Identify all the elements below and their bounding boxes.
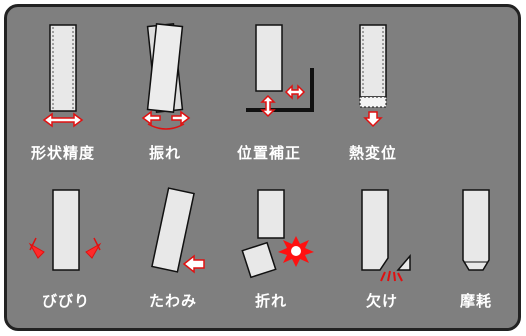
label-chatter: びびり [41, 292, 90, 310]
vertical-arrow-icon [260, 94, 276, 118]
label-chipping: 欠け [365, 292, 398, 310]
wear-tool-icon [462, 189, 490, 271]
label-wear: 摩耗 [459, 292, 492, 310]
chatter-tool-icon [28, 189, 102, 271]
label-breakage: 折れ [254, 292, 287, 310]
horizontal-arrow-icon [284, 84, 306, 100]
label-runout: 振れ [148, 144, 181, 162]
runout-tool-icon [141, 23, 191, 130]
double-arrow-icon [42, 112, 84, 128]
label-position-correction: 位置補正 [236, 144, 301, 162]
position-correction-tool-icon [246, 24, 314, 118]
shape-accuracy-tool-icon [42, 24, 84, 128]
down-arrow-icon [363, 111, 383, 128]
label-shape-accuracy: 形状精度 [30, 144, 95, 162]
thermal-displacement-tool-icon [359, 24, 387, 128]
deflection-tool-icon [151, 187, 205, 274]
label-deflection: たわみ [148, 292, 197, 310]
chipping-tool-icon [361, 189, 411, 282]
breakage-tool-icon [241, 189, 314, 279]
label-thermal-displacement: 熱変位 [348, 144, 397, 162]
rotation-arrow-icon [147, 123, 185, 130]
left-arrow-icon [182, 254, 205, 274]
